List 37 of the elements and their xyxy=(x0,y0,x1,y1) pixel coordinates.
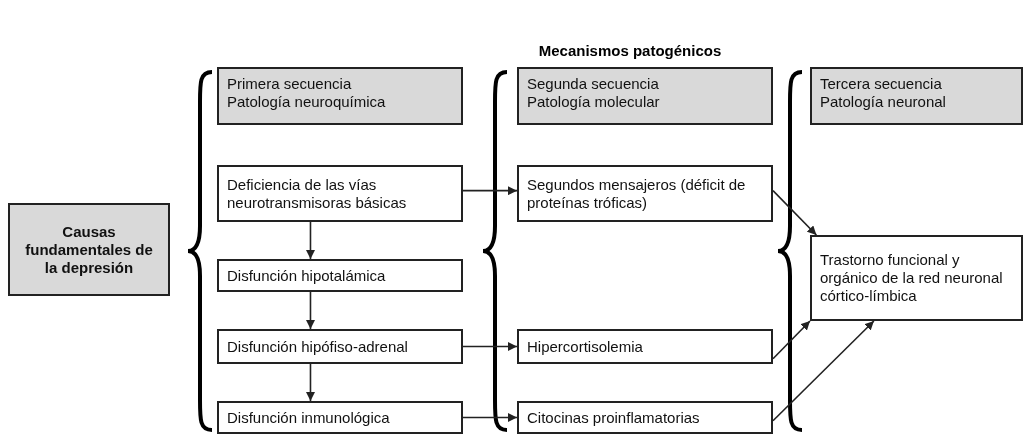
header-box xyxy=(8,203,170,296)
box-text: Disfunción hipotalámica xyxy=(227,266,387,285)
box-text: Tercera secuencia xyxy=(820,75,943,93)
header-box xyxy=(810,67,1023,125)
process-box xyxy=(517,329,773,364)
arrow xyxy=(772,320,875,422)
box-text: Hipercortisolemia xyxy=(527,337,644,356)
process-box xyxy=(217,165,463,222)
box-text: Patología neuroquímica xyxy=(227,93,387,111)
header-box xyxy=(217,67,463,125)
box-text: Segunda secuencia xyxy=(527,75,660,93)
process-box xyxy=(217,401,463,434)
process-box xyxy=(517,165,773,222)
box-text: Trastorno funcional y orgánico de la red neuronal córtico-límbica xyxy=(820,251,1004,305)
arrow xyxy=(772,320,811,360)
process-box xyxy=(517,401,773,434)
box-text: Segundos mensajeros (déficit de proteínas tróficas) xyxy=(527,175,747,212)
box-text: Disfunción inmunológica xyxy=(227,408,391,427)
diagram-title: Mecanismos patogénicos xyxy=(537,42,723,59)
process-box xyxy=(810,235,1023,321)
box-text: Patología neuronal xyxy=(820,93,947,111)
box-text: Primera secuencia xyxy=(227,75,353,93)
box-text: Citocinas proinflamatorias xyxy=(527,408,701,427)
process-box xyxy=(217,259,463,292)
arrow xyxy=(306,221,315,260)
arrow xyxy=(462,413,518,422)
arrow xyxy=(772,189,818,236)
arrow xyxy=(306,291,315,330)
arrow xyxy=(462,342,518,351)
header-box xyxy=(517,67,773,125)
process-box xyxy=(217,329,463,364)
box-text: Disfunción hipófiso-adrenal xyxy=(227,337,409,356)
arrow xyxy=(462,186,518,196)
box-text: Patología molecular xyxy=(527,93,661,111)
arrow xyxy=(306,363,315,402)
box-text: Deficiencia de las vías neurotransmisoras básicas xyxy=(227,175,408,212)
box-text: Causas fundamentales de la depresión xyxy=(24,222,154,277)
